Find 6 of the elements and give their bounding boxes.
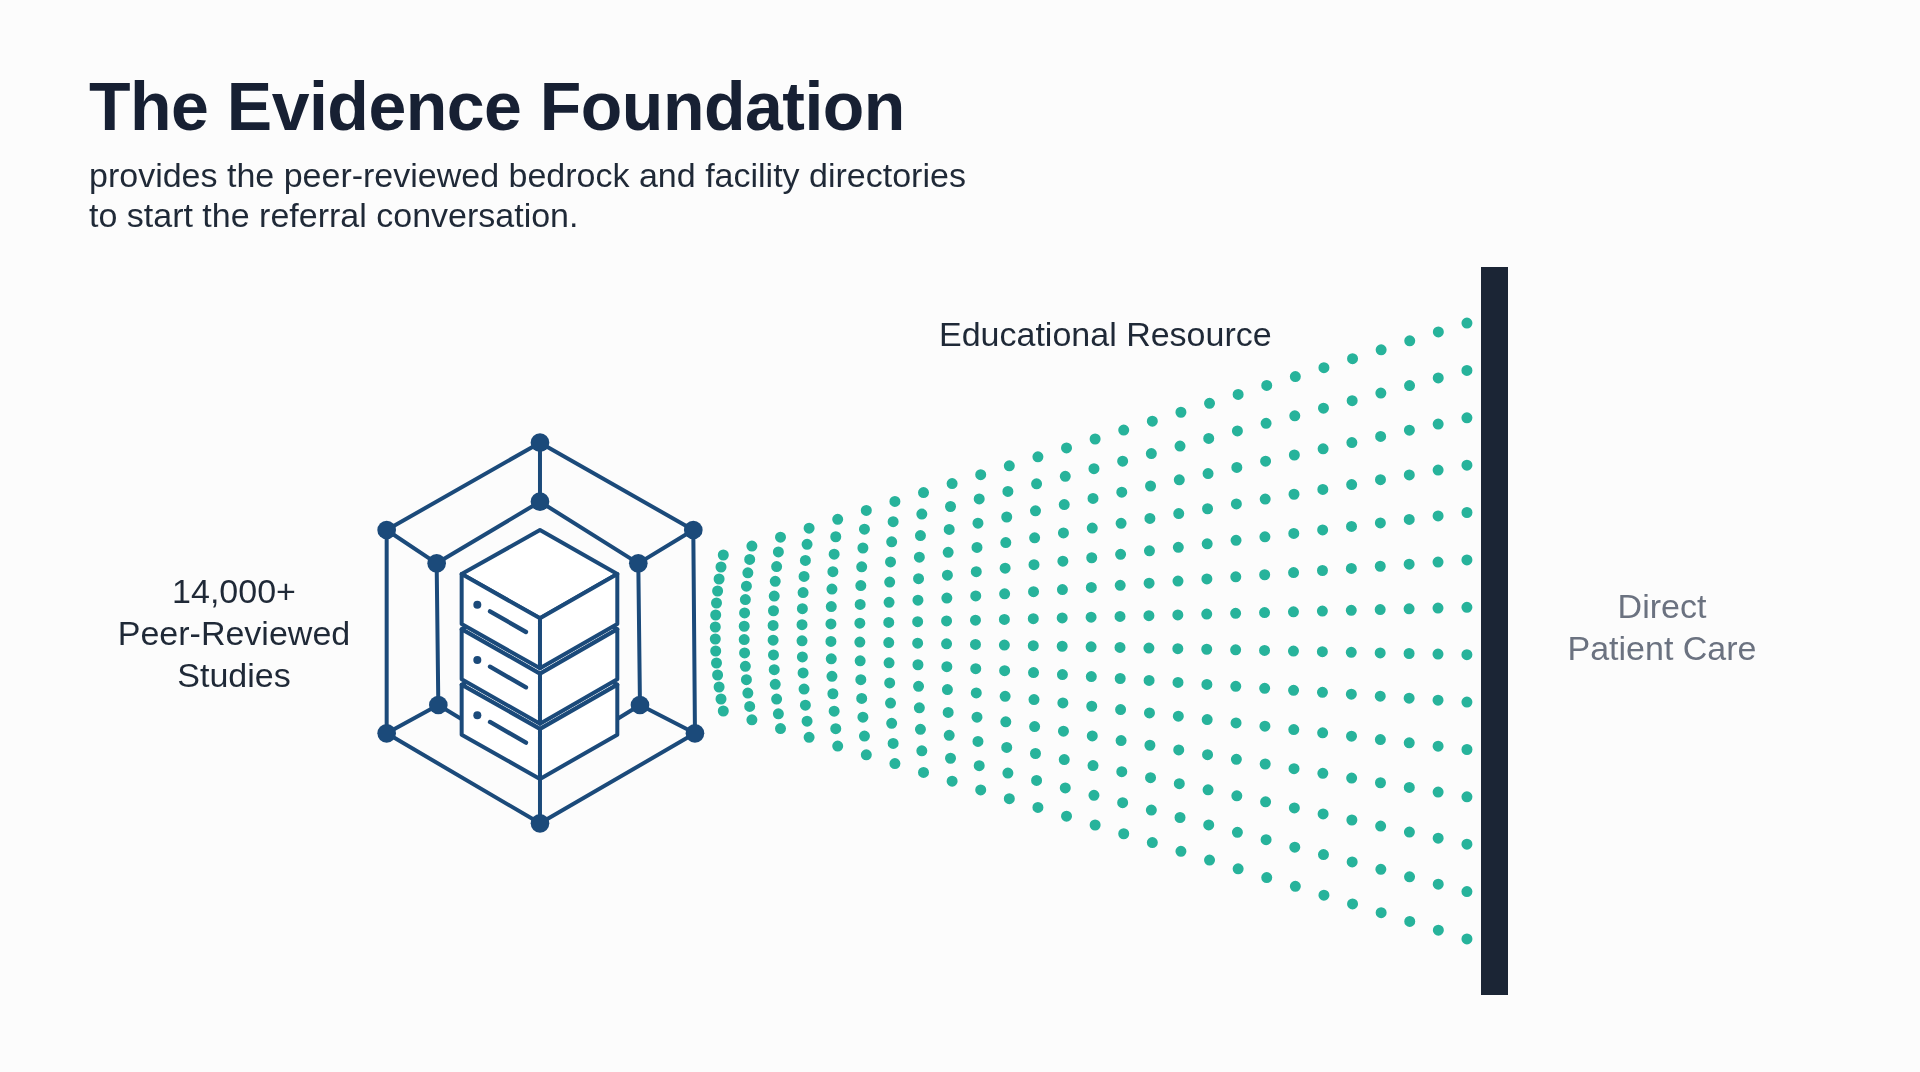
- title: The Evidence Foundation: [89, 67, 905, 146]
- dotted-connector: [717, 317, 1473, 561]
- vertical-wall-bar: [1481, 267, 1508, 995]
- destination-label: Direct Patient Care: [1566, 586, 1758, 669]
- study-count-label: 14,000+ Peer-Reviewed Studies: [116, 571, 352, 696]
- subtitle: provides the peer-reviewed bedrock and facility directories to start the referral conversation.: [89, 155, 967, 235]
